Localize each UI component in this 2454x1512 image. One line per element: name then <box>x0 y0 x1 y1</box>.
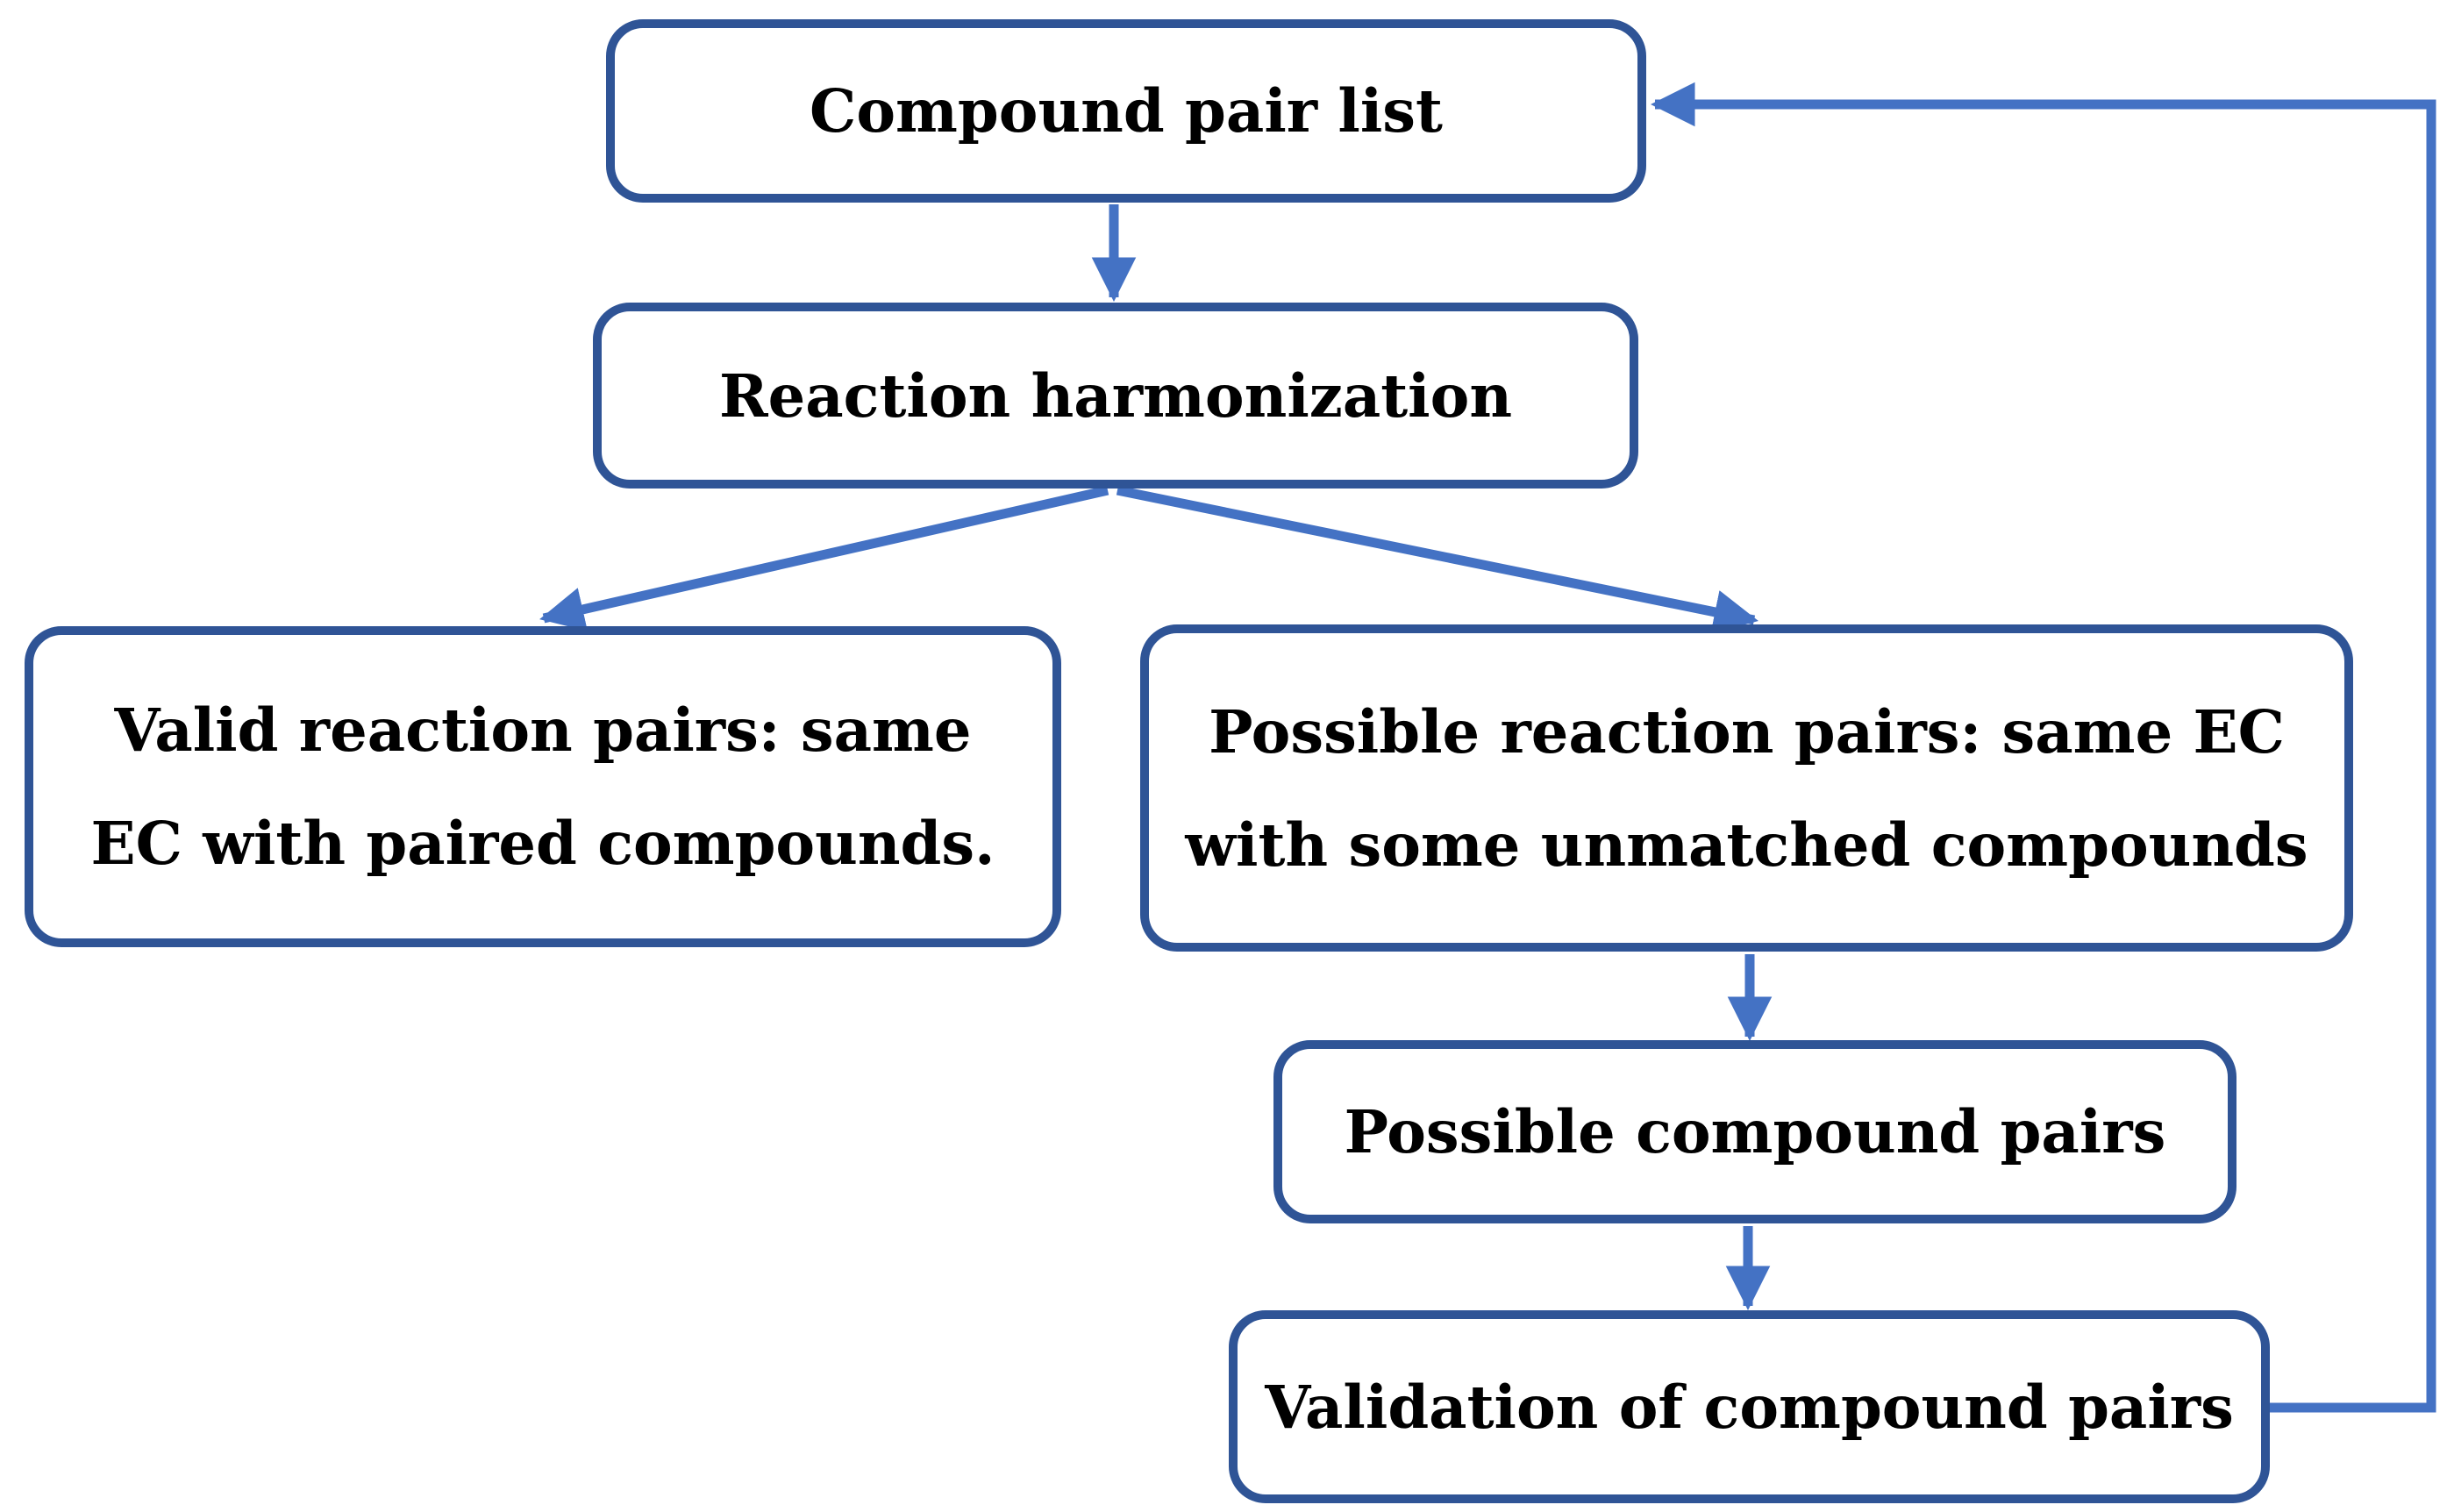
node-possible-compound-pairs-label: Possible compound pairs <box>1344 1097 2166 1166</box>
node-validation-of-compound-pairs-label: Validation of compound pairs <box>1265 1372 2234 1442</box>
node-possible-reaction-pairs-label-line2: with some unmatched compounds <box>1185 809 2308 880</box>
node-compound-pair-list: Compound pair list <box>606 19 1646 203</box>
node-possible-compound-pairs: Possible compound pairs <box>1273 1040 2236 1223</box>
node-valid-reaction-pairs: Valid reaction pairs: same EC with paire… <box>25 626 1061 947</box>
node-compound-pair-list-label: Compound pair list <box>810 76 1443 146</box>
node-validation-of-compound-pairs: Validation of compound pairs <box>1229 1310 2270 1503</box>
node-valid-reaction-pairs-label-line2: EC with paired compounds. <box>90 809 995 878</box>
node-possible-reaction-pairs-label-line1: Possible reaction pairs: same EC <box>1209 696 2285 767</box>
edge-harmonization-to-valid-pairs <box>539 485 1109 631</box>
node-valid-reaction-pairs-label-line1: Valid reaction pairs: same <box>114 695 972 765</box>
node-reaction-harmonization: Reaction harmonization <box>593 303 1638 489</box>
edge-validation-feedback-to-compound-list <box>1650 82 2436 1413</box>
node-possible-reaction-pairs: Possible reaction pairs: same EC with so… <box>1140 624 2353 952</box>
edge-harmonization-to-possible-pairs <box>1116 485 1758 634</box>
node-reaction-harmonization-label: Reaction harmonization <box>718 360 1513 431</box>
